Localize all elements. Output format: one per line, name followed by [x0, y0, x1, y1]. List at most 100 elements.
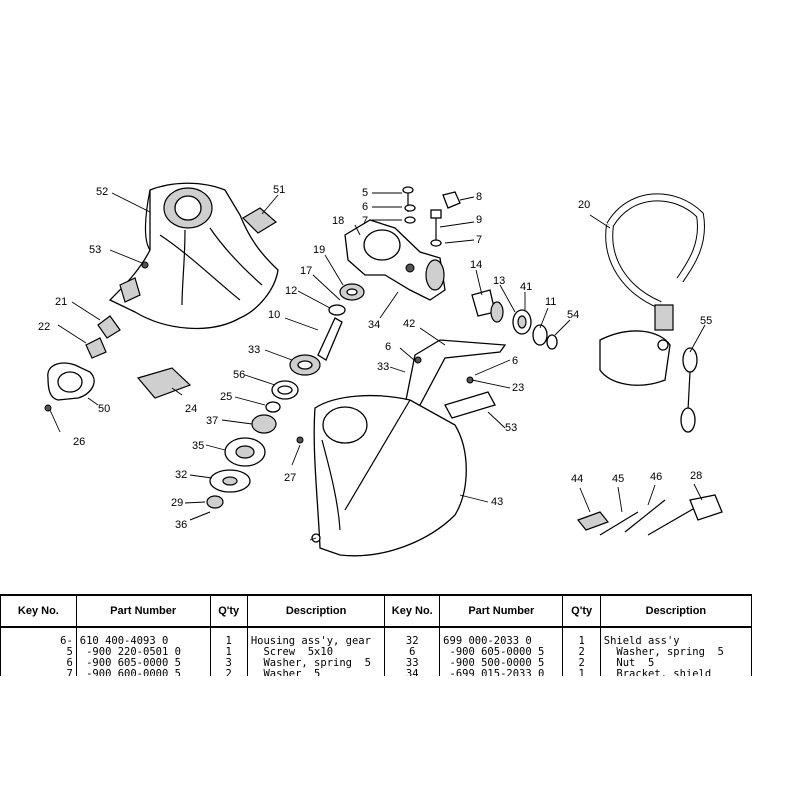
cell-key-no: 6: [0, 658, 77, 669]
callout: 19: [313, 244, 325, 256]
cell-description: Housing ass'y, gear: [246, 636, 386, 647]
callout: 24: [185, 403, 197, 415]
bracket-part: [97, 315, 121, 339]
callout: 5: [362, 187, 368, 199]
parts-table-region: Key No. Part Number Q'ty Description Key…: [0, 594, 760, 676]
callout: 25: [220, 391, 232, 403]
callout: 8: [476, 191, 482, 203]
harness-strap-part: [599, 193, 705, 386]
cell-qty: 1: [209, 647, 248, 658]
callout: 7: [362, 215, 368, 227]
tool-kit-parts: [577, 494, 723, 536]
callout: 36: [175, 519, 187, 531]
shaft-bearing-parts: [471, 289, 558, 350]
callout: 37: [206, 415, 218, 427]
cell-qty: 1: [562, 669, 601, 676]
cell-key-no: 6-: [0, 636, 77, 647]
callout: 6: [512, 355, 518, 367]
callout: 26: [73, 436, 85, 448]
callout: 12: [285, 285, 297, 297]
callout: 46: [650, 471, 662, 483]
clip-part: [85, 337, 107, 359]
triangle-plate-part: [47, 362, 95, 401]
header-description: Description: [599, 594, 753, 628]
header-qty: Q'ty: [209, 594, 248, 628]
callout: 11: [545, 296, 556, 308]
cell-part-number: -699 015-2033 0: [439, 669, 564, 676]
callout: 22: [38, 321, 50, 333]
decal-part: [136, 367, 192, 399]
callout: 33: [377, 361, 389, 373]
callout: 45: [612, 473, 624, 485]
callout: 7: [476, 234, 482, 246]
gear-housing-part: [344, 219, 446, 301]
callout: 9: [476, 214, 482, 226]
hook-part: [680, 347, 698, 433]
parts-table: Key No. Part Number Q'ty Description Key…: [0, 594, 753, 676]
cell-description: Shield ass'y: [599, 636, 753, 647]
callout-labels: 52 51 5 8 6 7 9 18 7 53 19 17 14 13 41 2…: [38, 184, 712, 531]
callout: 50: [98, 403, 110, 415]
arbor-stack-parts: [189, 283, 365, 521]
cell-description: Washer, spring 5: [599, 647, 753, 658]
header-key-no: Key No.: [0, 594, 77, 628]
upper-guard-part: [108, 182, 279, 330]
cell-qty: 3: [209, 658, 248, 669]
callout: 53: [89, 244, 101, 256]
callout: 20: [578, 199, 590, 211]
shield-decal-part: [444, 391, 496, 419]
cell-qty: 2: [562, 647, 601, 658]
callout: 28: [690, 470, 702, 482]
callout: 54: [567, 309, 579, 321]
cell-key-no: 34: [384, 669, 441, 676]
callout: 6: [385, 341, 391, 353]
cell-qty: 2: [209, 669, 248, 676]
header-key-no: Key No.: [384, 594, 441, 628]
callout: 6: [362, 201, 368, 213]
callout: 42: [403, 318, 415, 330]
header-part-number: Part Number: [439, 594, 564, 628]
cell-description: Nut 5: [599, 658, 753, 669]
cell-qty: 2: [562, 658, 601, 669]
callout: 14: [470, 259, 482, 271]
callout: 13: [493, 275, 505, 287]
cell-key-no: 5: [0, 647, 77, 658]
parts-exploded-diagram: 52 51 5 8 6 7 9 18 7 53 19 17 14 13 41 2…: [38, 182, 723, 557]
shield-part: [313, 394, 467, 557]
callout: 21: [55, 296, 67, 308]
screw-part: [44, 404, 52, 412]
cell-description: Screw 5x10: [246, 647, 386, 658]
header-part-number: Part Number: [75, 594, 211, 628]
callout: 35: [192, 440, 204, 452]
screw-part: [141, 261, 149, 269]
callout: 33: [248, 344, 260, 356]
callout: 56: [233, 369, 245, 381]
leader-lines: [49, 192, 706, 541]
callout: 17: [300, 265, 312, 277]
header-description: Description: [246, 594, 386, 628]
cell-qty: 1: [562, 636, 601, 647]
callout: 44: [571, 473, 583, 485]
callout: 52: [96, 186, 108, 198]
cell-key-no: 7: [0, 669, 77, 676]
callout: 51: [273, 184, 285, 196]
cell-qty: 1: [209, 636, 248, 647]
callout: 32: [175, 469, 187, 481]
callout: 18: [332, 215, 344, 227]
cell-description: Washer 5: [246, 669, 386, 676]
callout: 29: [171, 497, 183, 509]
callout: 43: [491, 496, 503, 508]
cell-part-number: -900 600-0000 5: [75, 669, 211, 676]
callout: 55: [700, 315, 712, 327]
callout: 27: [284, 472, 296, 484]
label-plate-part: [242, 207, 278, 234]
cell-description: Bracket, shield: [599, 669, 753, 676]
table-spacer: [0, 627, 753, 636]
cell-description: Washer, spring 5: [246, 658, 386, 669]
table-header-row: Key No. Part Number Q'ty Description Key…: [0, 594, 753, 628]
